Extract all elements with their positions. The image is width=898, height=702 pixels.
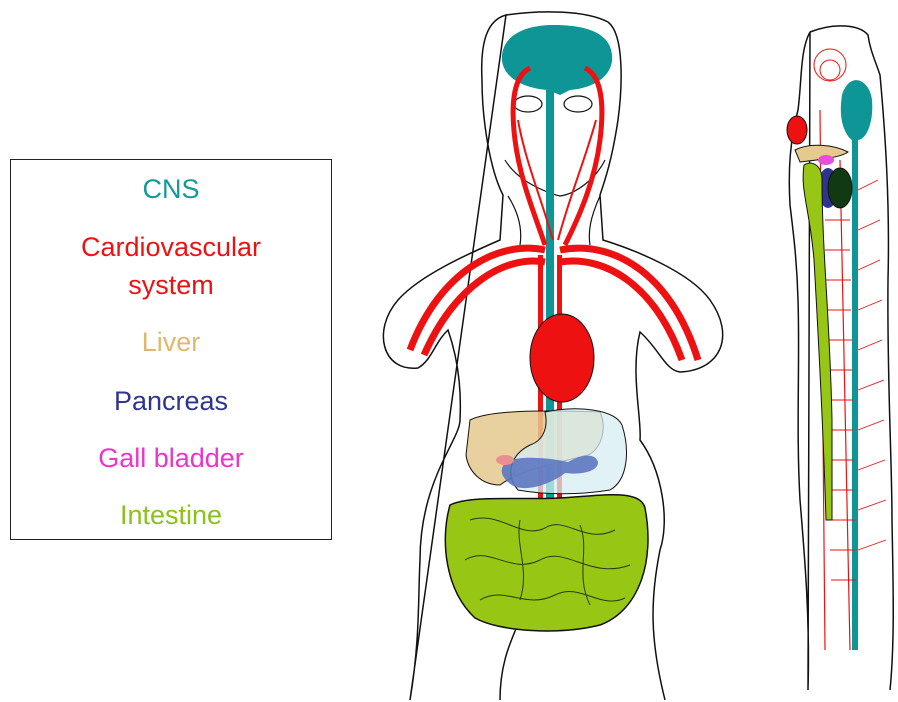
gall-bladder: [496, 455, 514, 465]
larva-gall-bladder: [818, 155, 834, 165]
human-body: [383, 12, 722, 700]
larva-heart: [787, 116, 807, 144]
zebrafish-larva: [787, 26, 893, 690]
intestine: [445, 495, 648, 631]
left-eye-socket: [514, 96, 542, 112]
heart: [530, 314, 594, 402]
right-eye-socket: [564, 96, 592, 112]
larva-dark-organ: [828, 168, 852, 208]
